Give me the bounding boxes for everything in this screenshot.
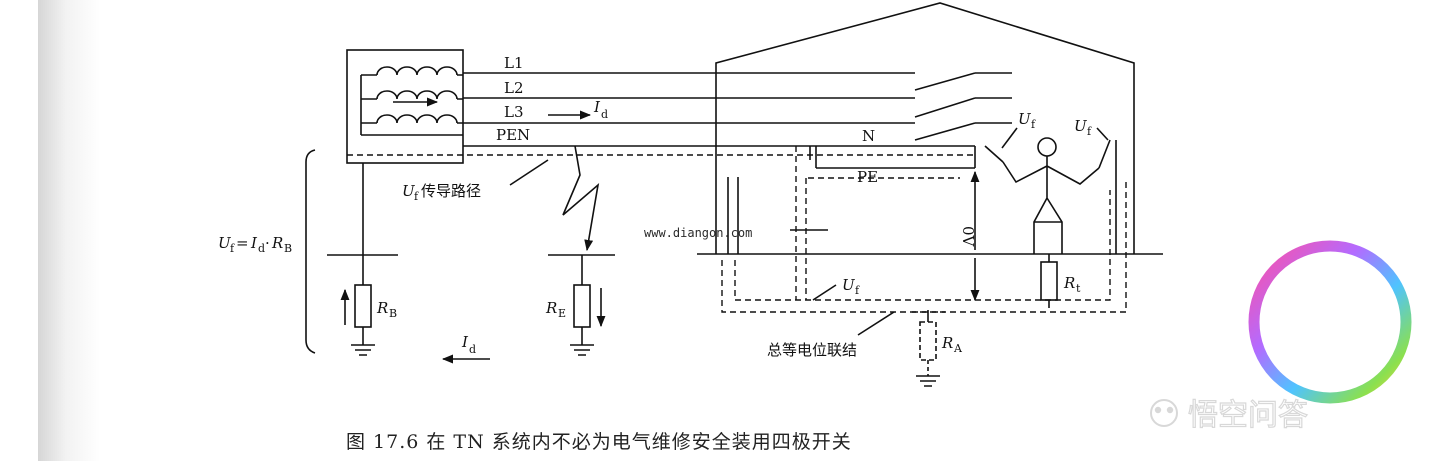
label-uf-person-left: U [1018, 110, 1032, 128]
appliance-frame [727, 177, 739, 254]
label-uf-bottom: U [842, 276, 856, 294]
label-rt-sub: t [1076, 282, 1081, 295]
label-rb-sub: B [389, 307, 397, 320]
eq-equals: = [236, 234, 249, 252]
label-l1: L1 [504, 54, 524, 72]
person-body [1002, 156, 1100, 254]
watermark-logo-icon [1150, 399, 1178, 427]
label-id-return: I [461, 333, 469, 351]
building-outline [715, 2, 1135, 254]
website-watermark: www.diangon.com [644, 226, 752, 240]
label-n: N [862, 127, 875, 145]
earth-rb [351, 344, 375, 356]
label-uf-symbol: U [402, 182, 416, 200]
scan-left-edge [0, 0, 38, 461]
coil-2 [376, 90, 458, 100]
label-id-return-sub: d [469, 343, 476, 356]
label-uf-person-right: U [1074, 117, 1088, 135]
coil-taps [457, 74, 463, 124]
leader-conduction [509, 159, 549, 186]
label-re-sub: E [558, 307, 566, 320]
leader-uf-bottom [812, 284, 837, 301]
eq-i-sub: d [258, 242, 265, 255]
figure-caption: 图 17.6 在 TN 系统内不必为电气维修安全装用四极开关 [346, 431, 852, 453]
leader-uf-right2 [1096, 127, 1109, 141]
eq-u: U [218, 234, 232, 252]
star-common [360, 74, 463, 136]
watermark-ring [1248, 240, 1412, 404]
label-zero-volt: 0V [959, 226, 977, 248]
fault-zigzag [562, 145, 600, 252]
resistor-ra [919, 321, 937, 361]
eq-u-sub: f [230, 242, 235, 255]
voltage-bracket [305, 149, 316, 354]
eq-r-sub: B [284, 242, 292, 255]
person-head [1037, 137, 1057, 157]
leader-uf-right1 [1001, 127, 1018, 149]
person-ground-leftlead [984, 145, 1004, 163]
resistor-rb [354, 284, 372, 328]
label-conduction-path: 传导路径 [421, 182, 481, 200]
label-pe: PE [857, 168, 878, 186]
label-uf-sub: f [414, 190, 419, 203]
label-id-sub: d [601, 108, 608, 121]
coil-3 [376, 114, 458, 124]
transformer-box [346, 49, 464, 164]
label-rt: R [1063, 274, 1075, 292]
label-rb: R [376, 299, 388, 317]
label-id-symbol: I [593, 98, 601, 116]
resistor-re [573, 284, 591, 328]
switch-pole-l1 [914, 72, 976, 91]
label-l2: L2 [504, 79, 524, 97]
bonding-inner-dashed [734, 190, 1111, 301]
label-uf-bottom-sub: f [855, 284, 860, 297]
label-uf-person-left-sub: f [1031, 118, 1036, 131]
person-ground-rightlead [1098, 139, 1111, 169]
label-pen: PEN [496, 126, 530, 144]
switch-pole-l2 [914, 97, 976, 118]
switch-pole-l3 [914, 122, 976, 141]
resistor-rt [1040, 261, 1058, 301]
label-main-bonding: 总等电位联结 [767, 341, 857, 359]
label-re: R [545, 299, 557, 317]
watermark-text: 悟空问答 [1188, 398, 1308, 433]
eq-r: R [271, 234, 283, 252]
label-ra-sub: A [953, 342, 963, 355]
eq-dot: · [265, 234, 270, 252]
label-ra: R [941, 334, 953, 352]
label-l3: L3 [504, 103, 524, 121]
eq-i: I [250, 234, 258, 252]
earth-ra [916, 375, 940, 387]
scan-shadow [38, 0, 100, 461]
coil-1 [376, 66, 458, 76]
earth-re [570, 344, 594, 356]
leader-bonding [857, 311, 895, 336]
label-uf-person-right-sub: f [1087, 125, 1092, 138]
